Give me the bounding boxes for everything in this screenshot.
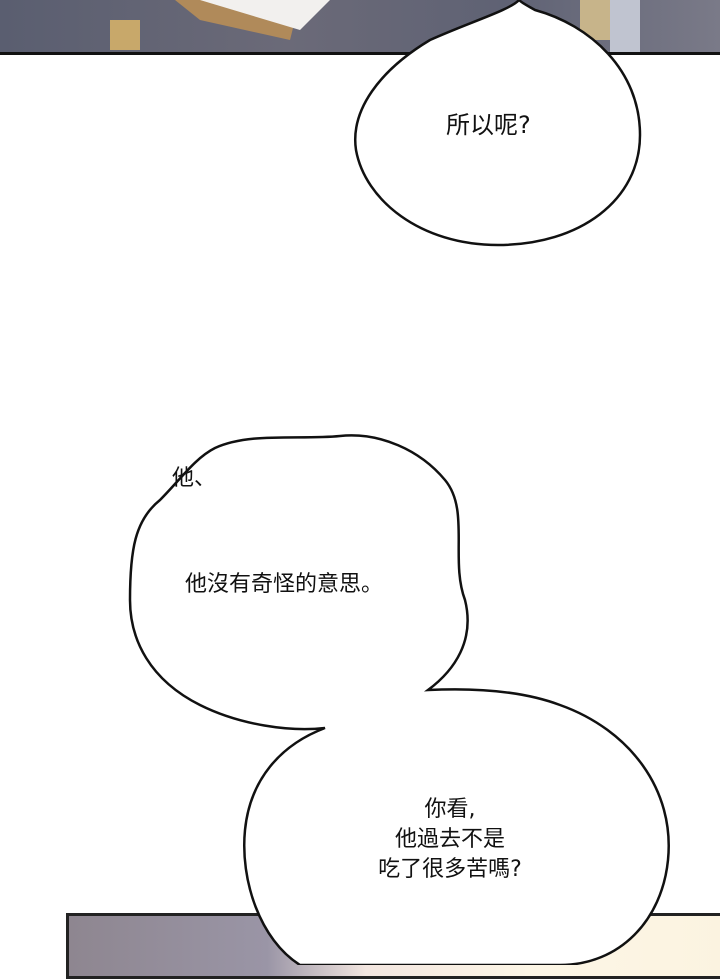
speech-bubble-1 <box>353 0 642 247</box>
furniture-illustration <box>110 0 640 52</box>
bubble-text-4: 你看, 他過去不是 吃了很多苦嗎? <box>345 795 555 885</box>
bubble-text-3: 他沒有奇怪的意思。 <box>185 572 384 597</box>
bubble-text-4-line-2: 他過去不是 <box>394 827 505 852</box>
bubble-text-2: 他、 <box>172 466 217 491</box>
speech-bubble-2 <box>128 434 670 965</box>
bubble-text-4-line-1: 你看, <box>424 797 476 822</box>
top-comic-panel <box>0 0 720 55</box>
bubble-text-4-line-3: 吃了很多苦嗎? <box>378 857 522 882</box>
bubble-text-1: 所以呢? <box>446 111 531 139</box>
